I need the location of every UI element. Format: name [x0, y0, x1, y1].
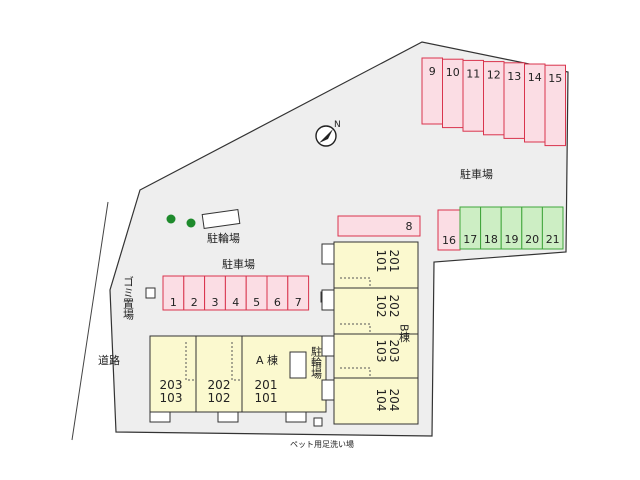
parking-number: 4	[232, 296, 239, 309]
unit-number-lower: 103	[160, 391, 183, 405]
parking-space: 2	[183, 275, 206, 311]
parking-number: 13	[507, 70, 521, 83]
building-a: A 棟	[149, 335, 327, 423]
garbage-station	[145, 287, 156, 299]
parking-space: 10	[442, 58, 464, 129]
parking-number: 19	[505, 233, 519, 246]
parking-space: 14	[524, 63, 546, 143]
parking-space: 4	[224, 275, 247, 311]
parking-number: 11	[466, 67, 480, 80]
tree-icon	[186, 218, 196, 228]
unit-number-upper: 204	[387, 389, 401, 412]
parking-space: 13	[503, 62, 525, 139]
parking-number: 3	[212, 296, 219, 309]
parking-space: 15	[544, 64, 566, 147]
parking-number: 12	[487, 69, 501, 82]
building-a-label: A 棟	[256, 353, 278, 367]
unit-number-lower: 102	[374, 295, 388, 318]
parking-number: 15	[548, 72, 562, 85]
parking-number: 9	[429, 65, 436, 78]
parking-number: 20	[525, 233, 539, 246]
parking-space: 16	[437, 209, 461, 251]
pet-wash-label: ペット用足洗い場	[290, 439, 354, 449]
parking-space: 1	[162, 275, 185, 311]
bike-parking-label: 駐輪場	[207, 231, 240, 245]
unit-number-upper: 203	[160, 378, 183, 392]
svg-text:N: N	[334, 120, 341, 130]
parking-number: 18	[484, 233, 498, 246]
parking-space: 17	[459, 206, 482, 250]
unit-number-upper: 202	[387, 295, 401, 318]
compass-icon: N	[315, 120, 341, 147]
tree-icon	[166, 214, 176, 224]
parking-number: 8	[406, 220, 413, 233]
unit-number-lower: 104	[374, 389, 388, 412]
parking-space: 8	[337, 215, 421, 237]
parking-number: 17	[463, 233, 477, 246]
parking-label: 駐車場	[222, 257, 255, 271]
parking-row-green: 17 18 19 20 21	[459, 206, 564, 250]
unit-number-lower: 102	[208, 391, 231, 405]
unit-number-lower: 101	[255, 391, 278, 405]
parking-number: 16	[442, 234, 456, 247]
garbage-label: ゴミ置場	[122, 275, 135, 321]
parking-space: 18	[480, 206, 502, 250]
parking-number: 7	[295, 296, 302, 309]
parking-number: 6	[274, 296, 281, 309]
parking-number: 14	[528, 71, 542, 84]
parking-space: 9	[421, 57, 443, 125]
unit-number-upper: 203	[387, 340, 401, 363]
parking-number: 1	[170, 296, 177, 309]
bike-parking-top: 駐輪場	[201, 208, 241, 245]
bike-parking-right	[289, 351, 307, 379]
road-edge-line	[71, 201, 109, 441]
parking-space: 19	[500, 206, 523, 250]
parking-space: 5	[245, 275, 268, 311]
parking-row-top: 9 10 11 12 13 14 15	[421, 57, 566, 147]
pet-wash-station	[313, 417, 323, 427]
unit-number-lower: 101	[374, 250, 388, 273]
unit-number-upper: 201	[387, 250, 401, 273]
parking-space: 6	[266, 275, 289, 311]
parking-number: 10	[446, 66, 460, 79]
parking-number: 21	[546, 233, 560, 246]
building-b-label: B棟	[398, 324, 411, 343]
unit-number-upper: 202	[208, 378, 231, 392]
parking-number: 2	[191, 296, 198, 309]
parking-space: 7	[287, 275, 310, 311]
parking-space: 11	[462, 59, 484, 132]
parking-space: 21	[541, 206, 564, 250]
bike-parking-label: 駐輪場	[310, 345, 323, 380]
building-b: B棟	[321, 241, 419, 425]
parking-space: 3	[204, 275, 226, 311]
road-label: 道路	[98, 353, 120, 367]
parking-number: 5	[253, 296, 260, 309]
unit-number-lower: 103	[374, 340, 388, 363]
unit-number-upper: 201	[255, 378, 278, 392]
parking-label: 駐車場	[460, 167, 493, 181]
parking-space: 20	[521, 206, 543, 250]
parking-space: 12	[483, 61, 505, 136]
